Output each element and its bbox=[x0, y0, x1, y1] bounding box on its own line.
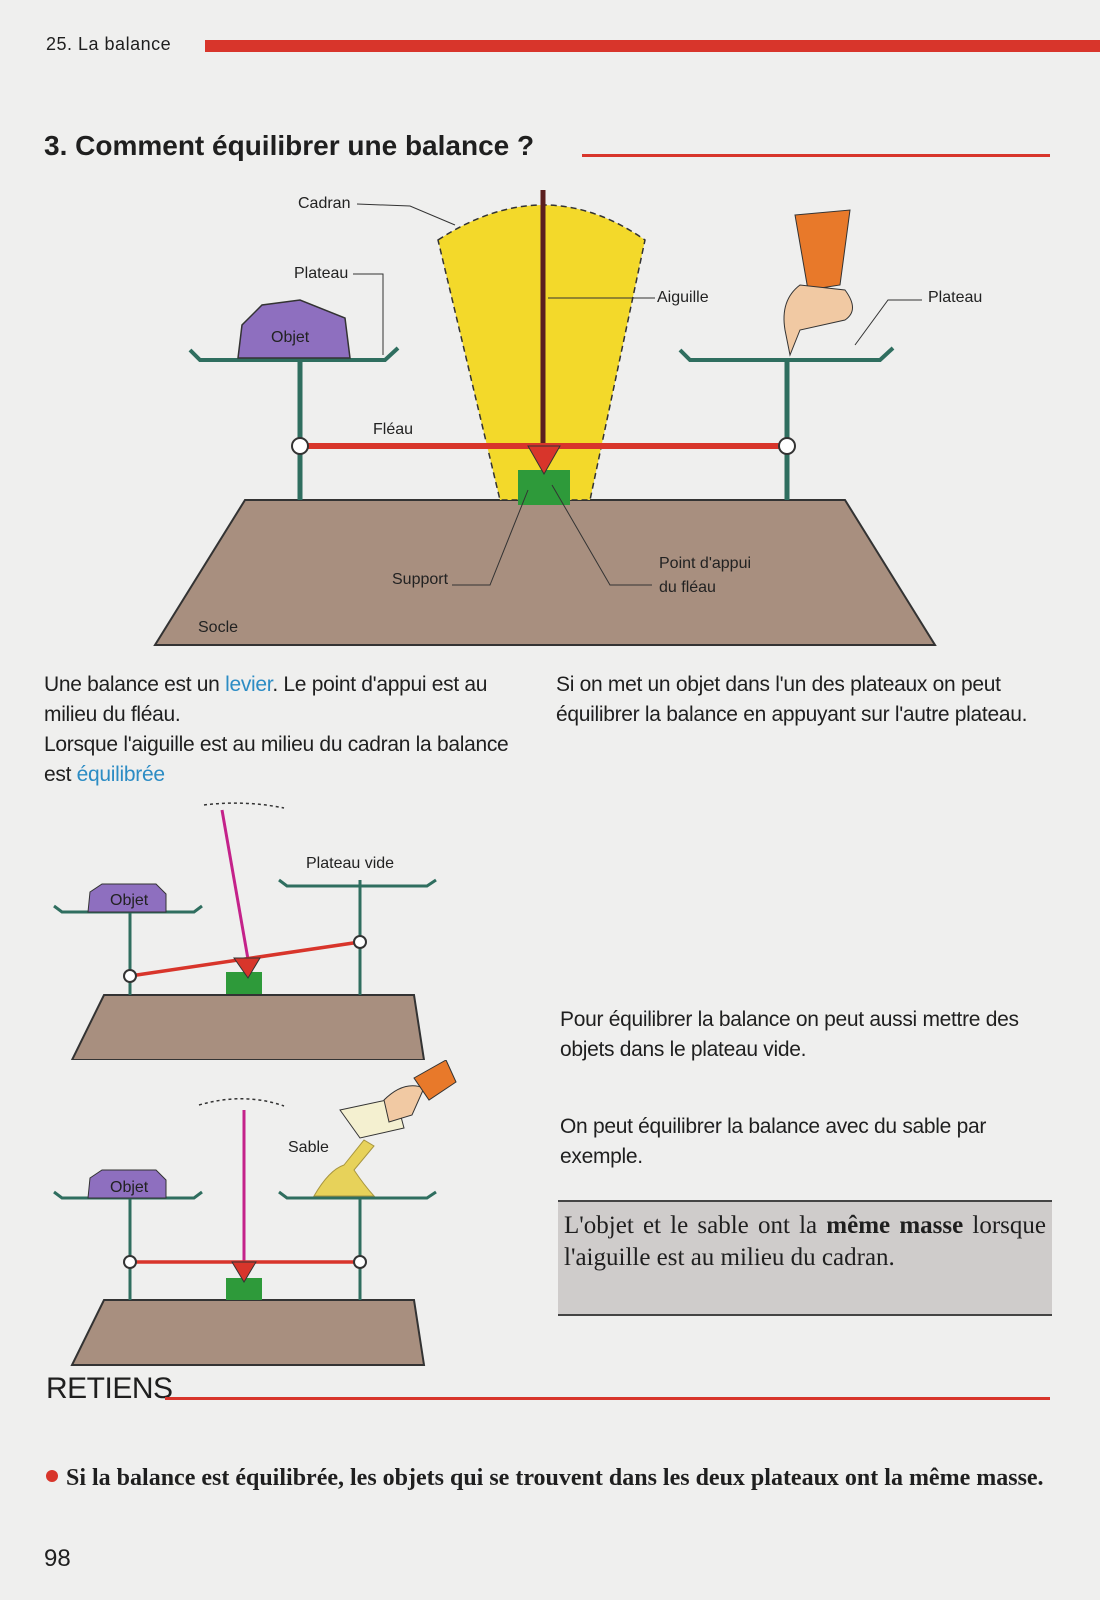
plateau-left bbox=[188, 346, 400, 362]
label-point-appui-2: du fléau bbox=[659, 579, 716, 596]
hand-icon bbox=[794, 209, 851, 291]
label-fleau: Fléau bbox=[373, 421, 413, 438]
text-mid-2: On peut équilibrer la balance avec du sa… bbox=[560, 1115, 987, 1168]
summary-box: L'objet et le sable ont la même masse lo… bbox=[558, 1200, 1052, 1316]
plateau-right bbox=[678, 346, 895, 362]
label-cadran: Cadran bbox=[298, 195, 350, 212]
pivot-triangle bbox=[527, 445, 561, 476]
label-objet-2: Objet bbox=[110, 892, 149, 909]
highlight-equilibree: équilibrée bbox=[76, 763, 165, 786]
retiens-underline bbox=[165, 1397, 1050, 1400]
bullet-icon bbox=[46, 1470, 58, 1483]
retiens-title: RETIENS bbox=[46, 1372, 173, 1405]
text-right-block: Si on met un objet dans l'un des plateau… bbox=[556, 673, 1028, 726]
socle-base bbox=[153, 499, 937, 646]
label-objet: Objet bbox=[271, 329, 310, 346]
hand-icon-2 bbox=[383, 1085, 425, 1123]
section-underline bbox=[582, 154, 1050, 157]
objet-block bbox=[237, 299, 351, 359]
retiens-rule: Si la balance est équilibrée, les objets… bbox=[46, 1462, 1056, 1495]
unbalanced-diagram: Objet Plateau vide bbox=[53, 802, 437, 1060]
label-aiguille: Aiguille bbox=[657, 289, 709, 306]
label-support: Support bbox=[392, 571, 449, 588]
sand-pile bbox=[313, 1139, 376, 1197]
label-sable: Sable bbox=[288, 1139, 329, 1156]
header-red-bar bbox=[205, 40, 1100, 52]
highlight-levier: levier bbox=[225, 673, 273, 696]
text-mid-1: Pour équilibrer la balance on peut aussi… bbox=[560, 1008, 1019, 1061]
text-left-block: Une balance est un levier. Le point d'ap… bbox=[44, 673, 509, 786]
label-plateau-vide: Plateau vide bbox=[306, 855, 394, 872]
label-plateau-left: Plateau bbox=[294, 265, 348, 282]
label-socle: Socle bbox=[198, 619, 238, 636]
balanced-sand-diagram: Objet Sable bbox=[53, 1060, 457, 1366]
label-plateau-right: Plateau bbox=[928, 289, 982, 306]
support-block bbox=[518, 470, 570, 505]
page-number: 98 bbox=[44, 1545, 71, 1572]
main-balance-diagram: Cadran Plateau Objet Aiguille Plateau Fl… bbox=[153, 190, 982, 646]
label-point-appui: Point d'appui bbox=[659, 555, 751, 572]
chapter-title: 25. La balance bbox=[46, 34, 172, 54]
section-title: 3. Comment équilibrer une balance ? bbox=[44, 130, 535, 161]
label-objet-3: Objet bbox=[110, 1179, 149, 1196]
